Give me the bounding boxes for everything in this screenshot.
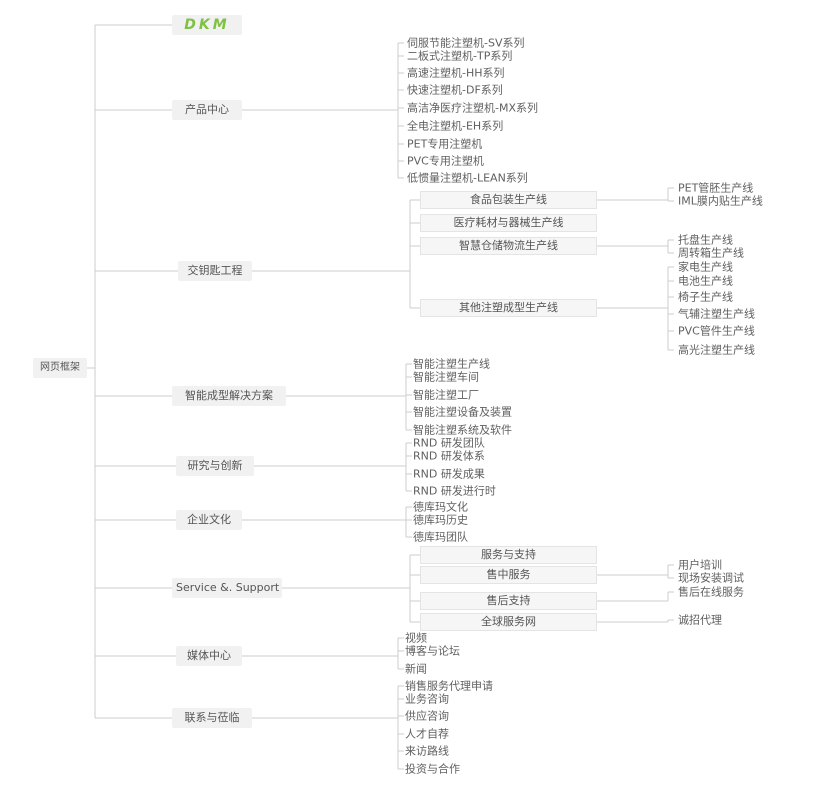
leaf-sales-agent-application[interactable]: 销售服务代理申请 (405, 679, 493, 693)
subnode-in-sale-service[interactable]: 售中服务 (420, 566, 597, 584)
leaf-business-inquiry[interactable]: 业务咨询 (405, 692, 449, 706)
leaf-dkm-history[interactable]: 德库玛历史 (413, 513, 468, 527)
leaf-talent-recommendation[interactable]: 人才自荐 (405, 727, 449, 741)
leaf-rnd-system[interactable]: RND 研发体系 (413, 449, 485, 463)
leaf-smart-injection-equipment[interactable]: 智能注塑设备及装置 (413, 405, 512, 419)
branch-research-innovation[interactable]: 研究与创新 (176, 456, 254, 476)
leaf-tp-series[interactable]: 二板式注塑机-TP系列 (407, 49, 513, 63)
leaf-chair-line[interactable]: 椅子生产线 (678, 290, 733, 304)
leaf-supply-inquiry[interactable]: 供应咨询 (405, 709, 449, 723)
subnode-service-and-support[interactable]: 服务与支持 (420, 546, 597, 564)
leaf-dkm-team[interactable]: 德库玛团队 (413, 530, 468, 544)
media-group-lines (242, 637, 404, 670)
branch-service-support[interactable]: Service &. Support (172, 578, 282, 598)
service-level3-lines (597, 564, 674, 623)
subnode-medical-consumables-line[interactable]: 医疗耗材与器械生产线 (420, 214, 597, 232)
leaf-pallet-line[interactable]: 托盘生产线 (678, 233, 733, 247)
subnode-food-packaging-line[interactable]: 食品包装生产线 (420, 191, 597, 209)
leaf-onsite-installation[interactable]: 现场安装调试 (678, 571, 744, 585)
leaf-battery-line[interactable]: 电池生产线 (678, 274, 733, 288)
root-node-webpage-framework[interactable]: 网页框架 (33, 358, 87, 378)
branch-media-center[interactable]: 媒体中心 (176, 646, 242, 666)
leaf-hh-series[interactable]: 高速注塑机-HH系列 (407, 66, 505, 80)
leaf-video[interactable]: 视频 (405, 631, 427, 645)
leaf-turnover-box-line[interactable]: 周转箱生产线 (678, 246, 744, 260)
contact-group-lines (252, 685, 404, 770)
branch-dkm-logo[interactable]: DKM (172, 15, 242, 35)
leaf-home-appliance-line[interactable]: 家电生产线 (678, 260, 733, 274)
leaf-iml-in-mold-label-line[interactable]: IML膜内贴生产线 (678, 194, 763, 208)
leaf-pvc-machine[interactable]: PVC专用注塑机 (407, 154, 484, 168)
product-group-lines (242, 42, 404, 179)
leaf-mx-series[interactable]: 高洁净医疗注塑机-MX系列 (407, 101, 538, 115)
leaf-news[interactable]: 新闻 (405, 662, 427, 676)
turnkey-group-lines (252, 199, 420, 309)
leaf-smart-injection-factory[interactable]: 智能注塑工厂 (413, 388, 479, 402)
leaf-pvc-fittings-line[interactable]: PVC管件生产线 (678, 324, 755, 338)
branch-smart-molding-solutions[interactable]: 智能成型解决方案 (172, 386, 286, 406)
trunk-lines (86, 24, 178, 719)
smart-group-lines (286, 363, 412, 431)
subnode-other-injection-molding-line[interactable]: 其他注塑成型生产线 (420, 299, 597, 317)
subnode-global-service-network[interactable]: 全球服务网 (420, 613, 597, 631)
leaf-rnd-team[interactable]: RND 研发团队 (413, 436, 485, 450)
leaf-rnd-in-progress[interactable]: RND 研发进行时 (413, 484, 496, 498)
leaf-after-sale-online-service[interactable]: 售后在线服务 (678, 585, 744, 599)
leaf-pet-machine[interactable]: PET专用注塑机 (407, 137, 483, 151)
branch-contact-visit[interactable]: 联系与莅临 (172, 708, 252, 728)
leaf-eh-series[interactable]: 全电注塑机-EH系列 (407, 119, 504, 133)
leaf-investment-cooperation[interactable]: 投资与合作 (405, 762, 460, 776)
subnode-smart-warehouse-logistics-line[interactable]: 智慧仓储物流生产线 (420, 237, 597, 255)
leaf-df-series[interactable]: 快速注塑机-DF系列 (407, 83, 503, 97)
leaf-smart-injection-line[interactable]: 智能注塑生产线 (413, 357, 490, 371)
service-group-lines (282, 554, 420, 623)
branch-corporate-culture[interactable]: 企业文化 (176, 510, 242, 530)
turnkey-level3-lines (597, 187, 674, 351)
branch-product-center[interactable]: 产品中心 (172, 100, 242, 120)
leaf-visit-route[interactable]: 来访路线 (405, 744, 449, 758)
leaf-high-gloss-line[interactable]: 高光注塑生产线 (678, 343, 755, 357)
culture-group-lines (242, 506, 412, 538)
leaf-pet-preform-line[interactable]: PET管胚生产线 (678, 181, 754, 195)
research-group-lines (254, 442, 412, 492)
leaf-lean-series[interactable]: 低惯量注塑机-LEAN系列 (407, 171, 528, 185)
leaf-sv-series[interactable]: 伺服节能注塑机-SV系列 (407, 36, 525, 50)
leaf-rnd-achievements[interactable]: RND 研发成果 (413, 467, 485, 481)
subnode-after-sale-support[interactable]: 售后支持 (420, 592, 597, 610)
leaf-blog-forum[interactable]: 博客与论坛 (405, 644, 460, 658)
branch-turnkey-project[interactable]: 交钥匙工程 (178, 261, 252, 281)
leaf-dkm-culture[interactable]: 德库玛文化 (413, 500, 468, 514)
leaf-smart-injection-software[interactable]: 智能注塑系统及软件 (413, 423, 512, 437)
leaf-agent-recruitment[interactable]: 诚招代理 (678, 613, 722, 627)
leaf-smart-injection-workshop[interactable]: 智能注塑车间 (413, 370, 479, 384)
leaf-gas-assisted-line[interactable]: 气辅注塑生产线 (678, 307, 755, 321)
leaf-user-training[interactable]: 用户培训 (678, 558, 722, 572)
